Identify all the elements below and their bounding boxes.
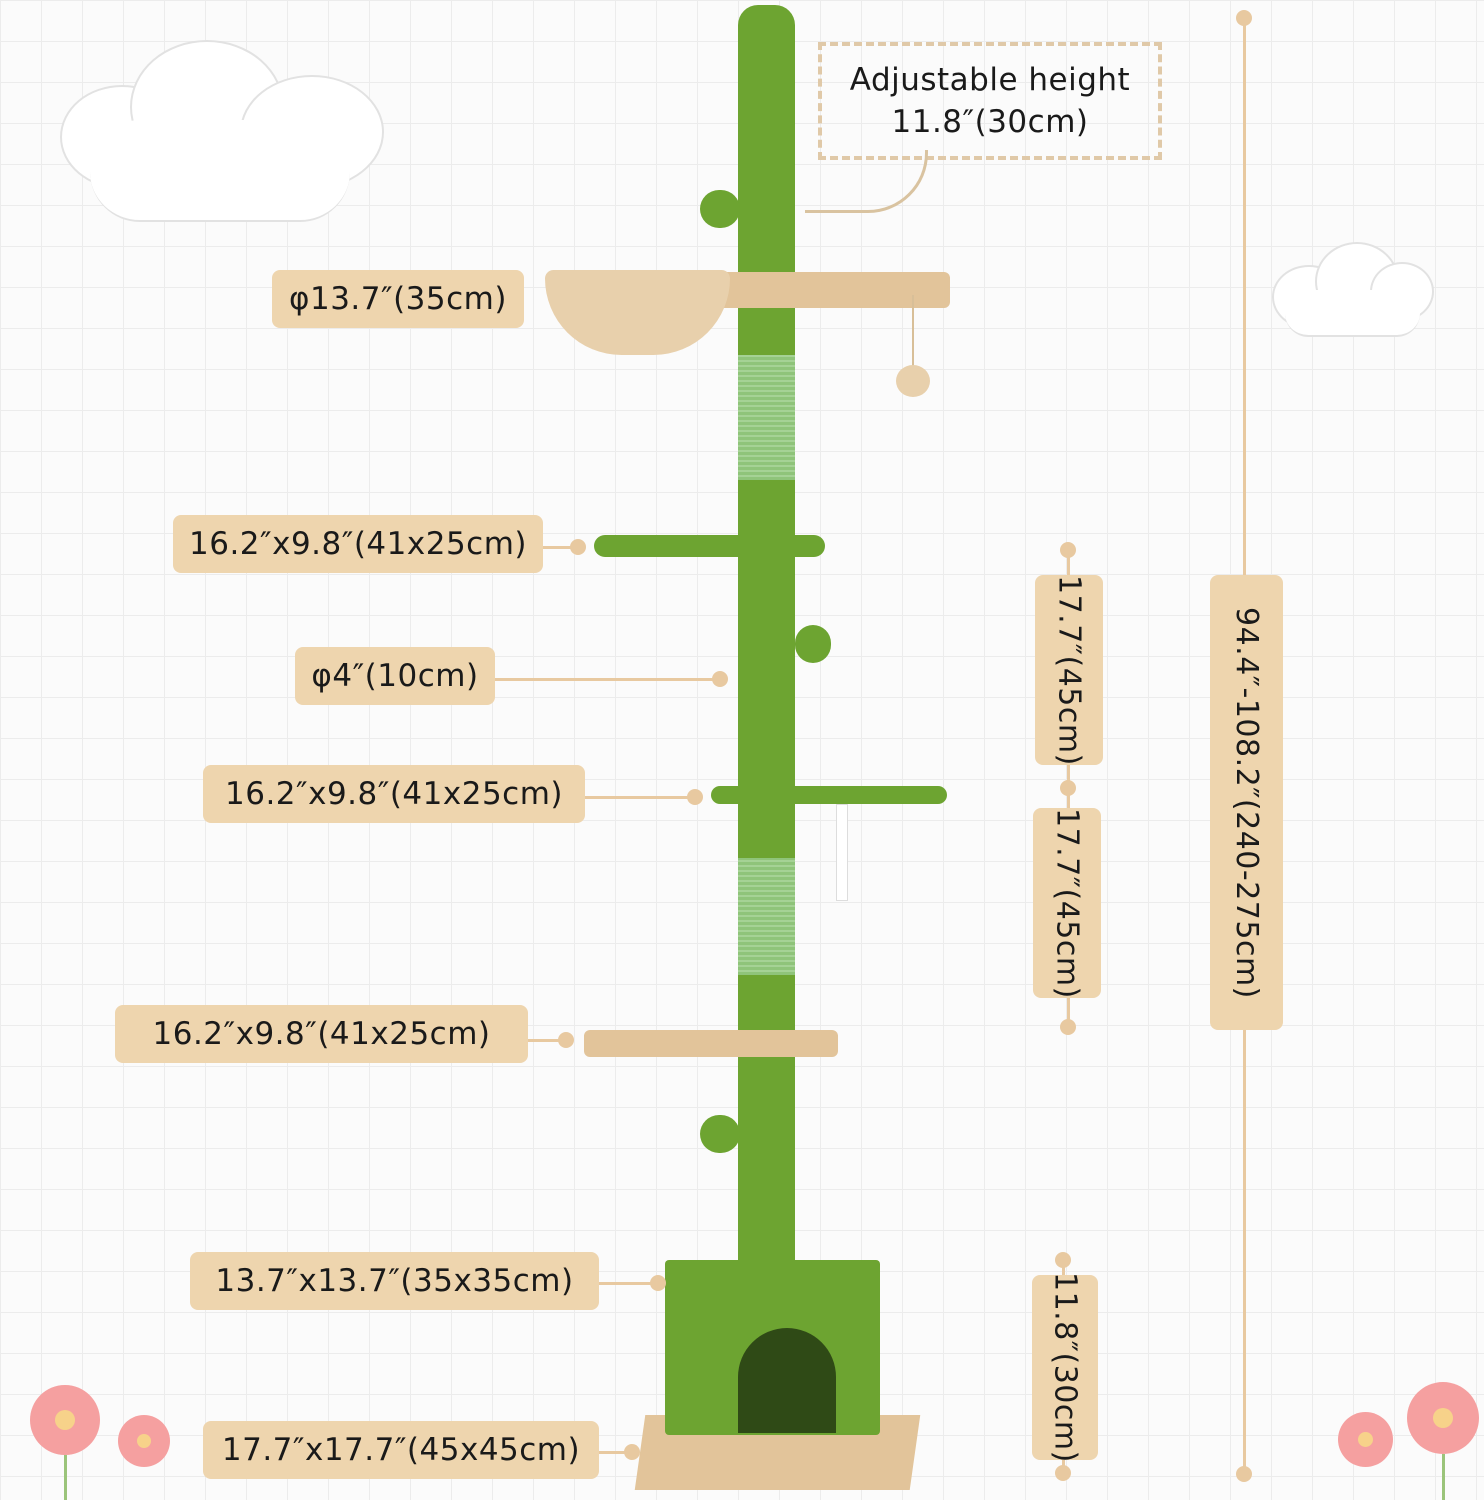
branch — [700, 190, 740, 228]
total-height-label: 94.4″-108.2″(240-275cm) — [1210, 575, 1283, 1030]
leader-dot — [712, 671, 728, 687]
sisal-lower — [738, 858, 795, 975]
leader-line — [495, 678, 720, 681]
dimension-dot — [1060, 542, 1076, 558]
condo-label: 13.7″x13.7″(35x35cm) — [190, 1252, 599, 1310]
spacing-upper-label: 17.7″(45cm) — [1035, 575, 1103, 765]
leader-line — [543, 546, 578, 549]
spacing-lower-label: 17.7″(45cm) — [1033, 808, 1101, 998]
branch — [795, 625, 831, 663]
leader-dot — [650, 1275, 666, 1291]
dimension-dot — [1236, 1466, 1252, 1482]
hammock — [545, 270, 730, 355]
condo-entrance — [738, 1328, 836, 1433]
leader-dot — [624, 1444, 640, 1460]
sisal-upper — [738, 355, 795, 480]
leader-dot — [558, 1032, 574, 1048]
dimension-dot — [1055, 1252, 1071, 1268]
platform-middle-label: 16.2″x9.8″(41x25cm) — [203, 765, 585, 823]
platform-top — [594, 535, 825, 557]
platform-bottom — [584, 1030, 838, 1057]
hammock-platform — [700, 272, 950, 308]
branch — [700, 1115, 740, 1153]
curved-arrow-icon — [805, 150, 928, 213]
platform-middle — [711, 786, 947, 804]
dimension-dot — [1060, 780, 1076, 796]
adjustable-height-callout: Adjustable height 11.8″(30cm) — [818, 42, 1162, 160]
dimension-dot — [1236, 10, 1252, 26]
toy-strap — [836, 804, 848, 901]
leader-line — [599, 1282, 658, 1285]
leader-line — [599, 1451, 632, 1454]
leader-dot — [687, 789, 703, 805]
leader-dot — [570, 539, 586, 555]
base-label: 17.7″x17.7″(45x45cm) — [203, 1421, 599, 1479]
hammock-label: φ13.7″(35cm) — [272, 270, 524, 328]
pole — [738, 5, 795, 1270]
dimension-dot — [1055, 1465, 1071, 1481]
callout-line1: Adjustable height — [849, 62, 1131, 98]
callout-line2: 11.8″(30cm) — [891, 104, 1089, 140]
leader-line — [528, 1039, 566, 1042]
platform-bottom-label: 16.2″x9.8″(41x25cm) — [115, 1005, 528, 1063]
pom-pom-ball — [896, 365, 930, 397]
leader-line — [585, 796, 695, 799]
pole-diameter-label: φ4″(10cm) — [295, 647, 495, 705]
platform-top-label: 16.2″x9.8″(41x25cm) — [173, 515, 543, 573]
dimension-dot — [1060, 1019, 1076, 1035]
condo-height-label: 11.8″(30cm) — [1032, 1272, 1098, 1463]
pom-pom-string — [912, 295, 914, 370]
